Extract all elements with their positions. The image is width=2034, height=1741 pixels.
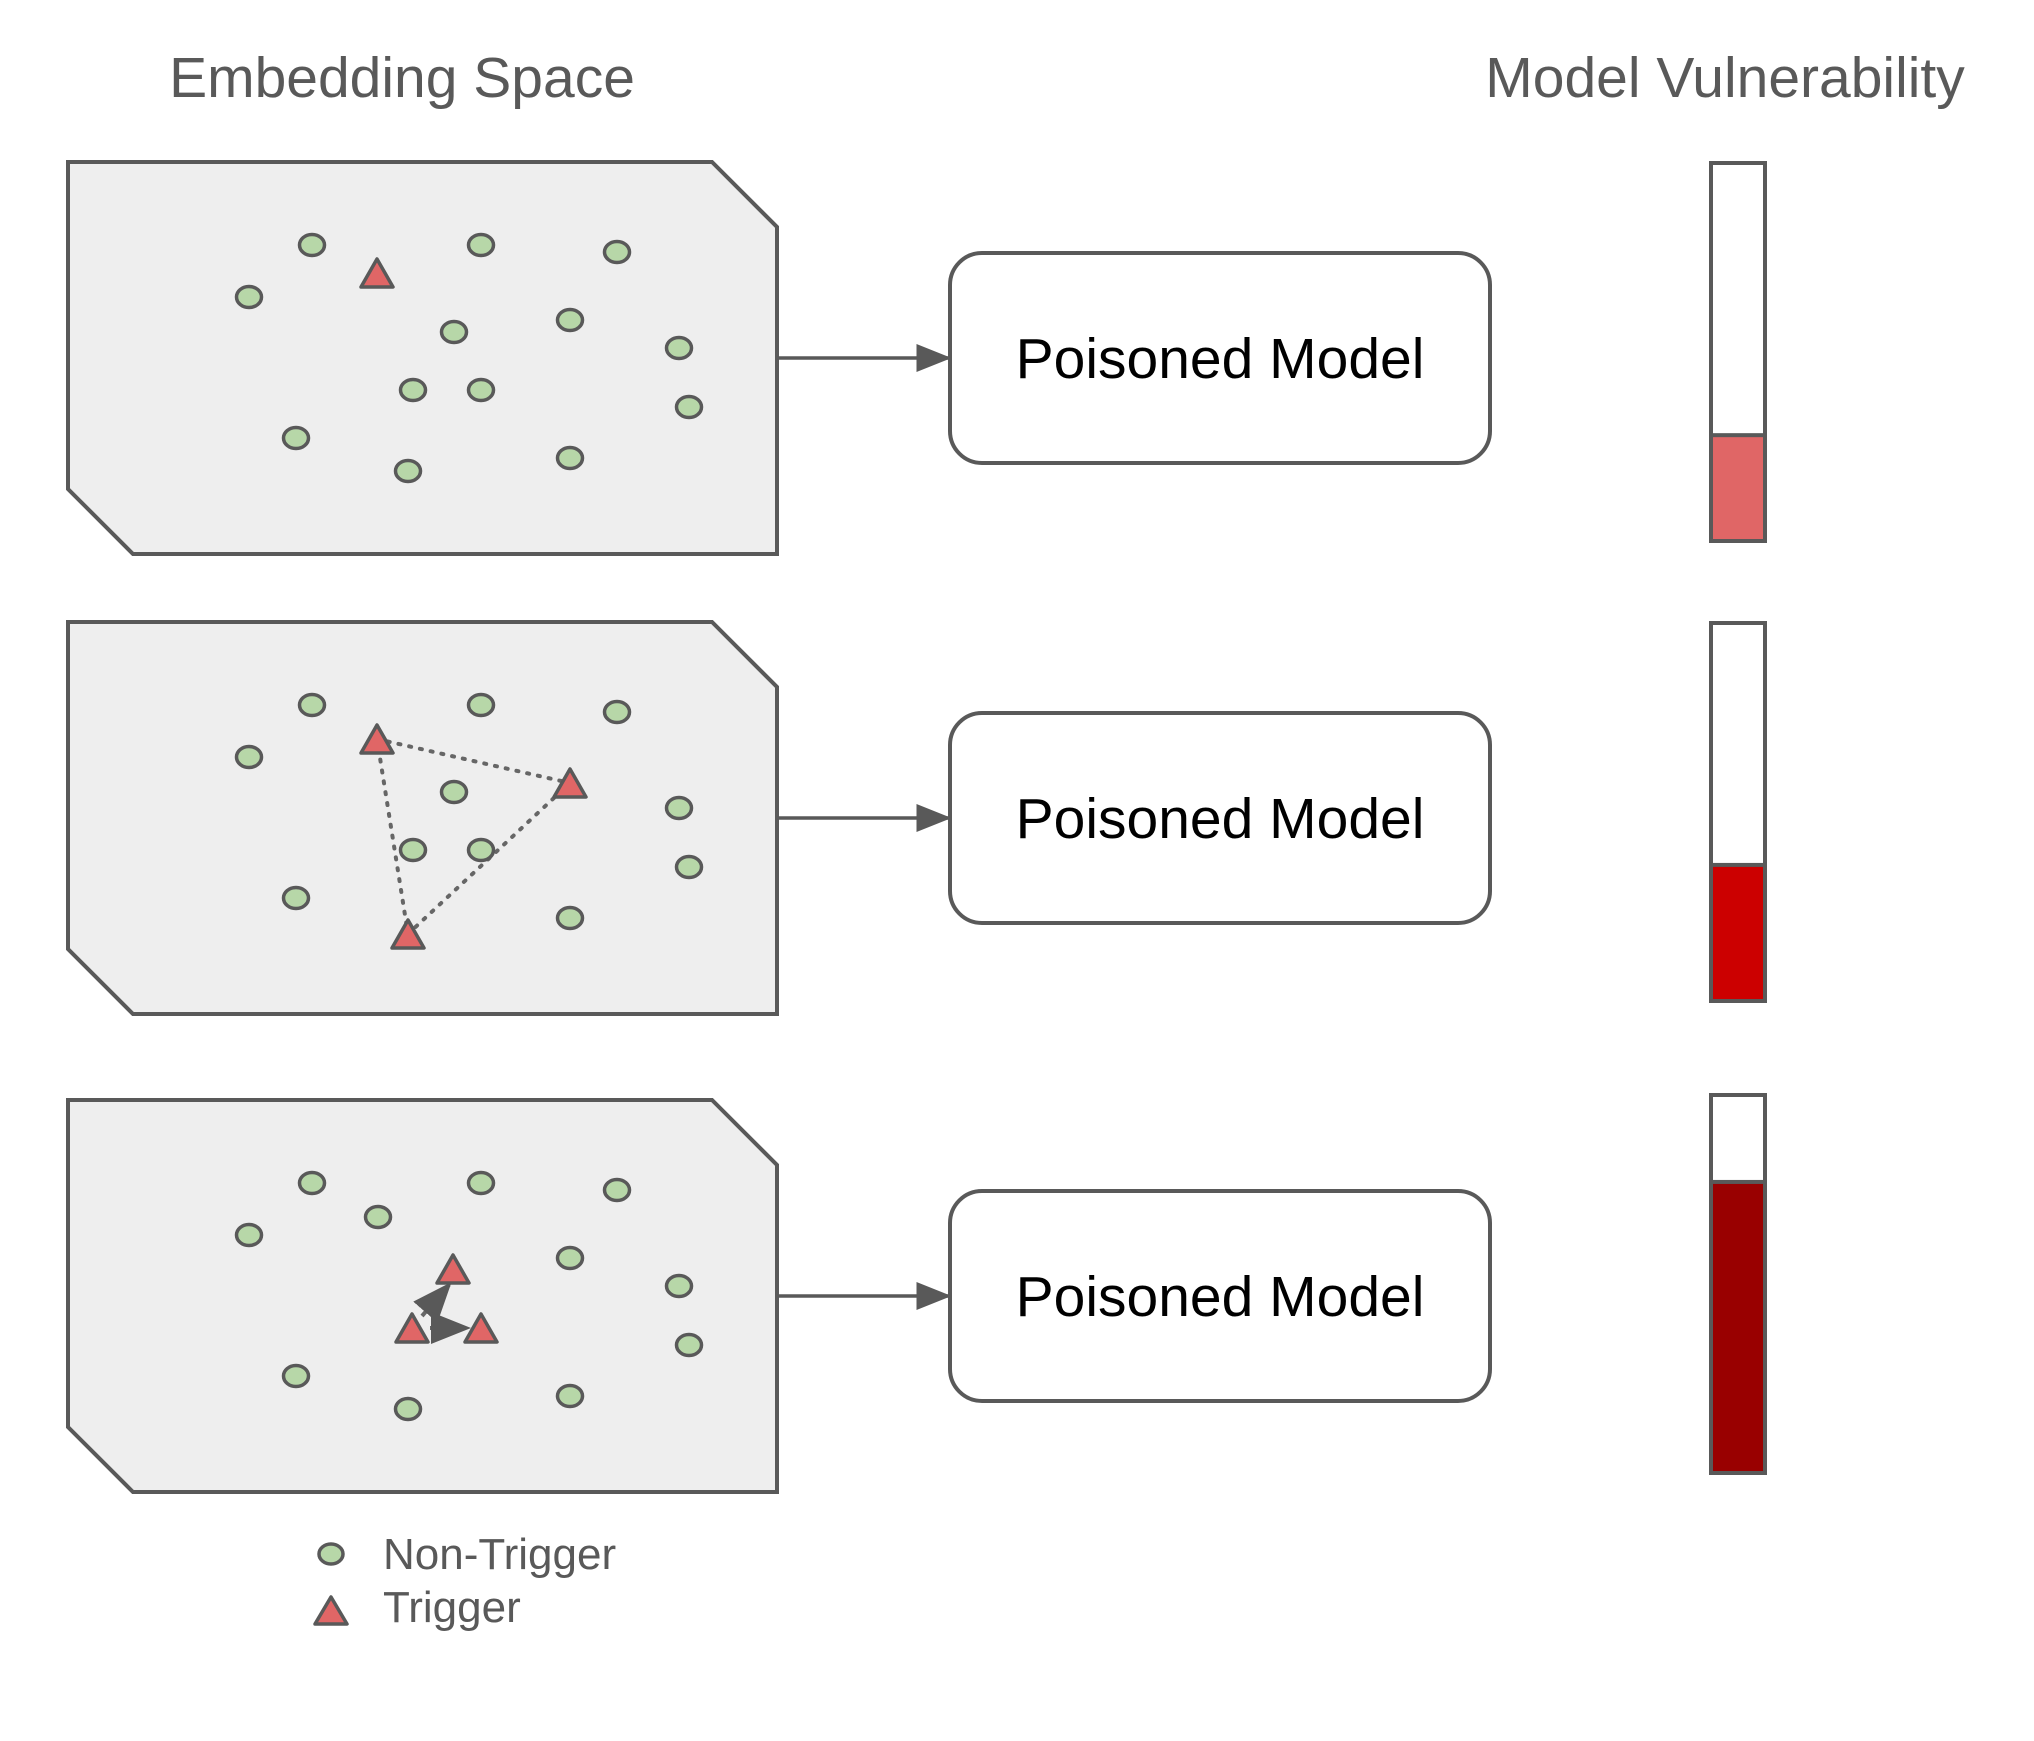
non-trigger-point bbox=[555, 905, 585, 931]
embedding-space-panel bbox=[66, 620, 779, 1016]
trigger-point bbox=[463, 1312, 499, 1344]
non-trigger-point bbox=[393, 1396, 423, 1422]
legend-trigger-marker bbox=[313, 1595, 349, 1626]
poisoned-model-box bbox=[948, 711, 1492, 925]
vulnerability-level-fill bbox=[1709, 862, 1767, 1003]
trigger-point bbox=[394, 1312, 430, 1344]
non-trigger-point bbox=[664, 795, 694, 821]
non-trigger-point bbox=[439, 319, 469, 345]
non-trigger-point bbox=[664, 335, 694, 361]
non-trigger-point bbox=[466, 232, 496, 258]
non-trigger-point bbox=[555, 307, 585, 333]
legend-non-trigger-label: Non-Trigger bbox=[383, 1530, 616, 1579]
non-trigger-point bbox=[466, 837, 496, 863]
non-trigger-point bbox=[297, 232, 327, 258]
non-trigger-point bbox=[398, 377, 428, 403]
non-trigger-point bbox=[466, 692, 496, 718]
row-2: Poisoned Model bbox=[66, 620, 1767, 1016]
embedding-space-panel bbox=[66, 1098, 779, 1494]
trigger-point bbox=[359, 723, 395, 755]
non-trigger-point bbox=[234, 744, 264, 770]
legend-non-trigger-marker bbox=[317, 1542, 345, 1566]
poisoned-model-box bbox=[948, 1189, 1492, 1403]
poisoned-model-box bbox=[948, 251, 1492, 465]
non-trigger-point bbox=[555, 1245, 585, 1271]
legend: Non-Trigger Trigger bbox=[313, 1530, 616, 1632]
non-trigger-point bbox=[602, 1177, 632, 1203]
trigger-point bbox=[435, 1253, 471, 1285]
non-trigger-point bbox=[555, 445, 585, 471]
non-trigger-point bbox=[602, 239, 632, 265]
non-trigger-point bbox=[398, 837, 428, 863]
non-trigger-point bbox=[664, 1273, 694, 1299]
non-trigger-point bbox=[555, 1383, 585, 1409]
non-trigger-point bbox=[674, 394, 704, 420]
model-vulnerability-heading: Model Vulnerability bbox=[1485, 46, 1965, 110]
trigger-convergence-arrow bbox=[413, 1281, 452, 1323]
non-trigger-point bbox=[466, 1170, 496, 1196]
poisoned-model-label: Poisoned Model bbox=[1016, 1265, 1425, 1329]
trigger-point bbox=[552, 767, 588, 799]
poisoned-model-label: Poisoned Model bbox=[1016, 787, 1425, 851]
embedding-space-panel bbox=[66, 160, 779, 556]
non-trigger-point bbox=[602, 699, 632, 725]
non-trigger-point bbox=[674, 1332, 704, 1358]
non-trigger-point bbox=[363, 1204, 393, 1230]
row-3: Poisoned Model bbox=[66, 1093, 1767, 1494]
non-trigger-point bbox=[281, 885, 311, 911]
non-trigger-point bbox=[297, 1170, 327, 1196]
vulnerability-level-fill bbox=[1709, 433, 1767, 543]
poisoned-model-label: Poisoned Model bbox=[1016, 327, 1425, 391]
vulnerability-level-fill bbox=[1709, 1179, 1767, 1475]
non-trigger-point bbox=[281, 1363, 311, 1389]
non-trigger-point bbox=[234, 284, 264, 310]
legend-trigger-label: Trigger bbox=[383, 1583, 521, 1632]
non-trigger-point bbox=[439, 779, 469, 805]
embedding-space-heading: Embedding Space bbox=[169, 46, 635, 110]
trigger-point bbox=[390, 918, 426, 950]
non-trigger-point bbox=[674, 854, 704, 880]
non-trigger-point bbox=[466, 377, 496, 403]
trigger-point bbox=[359, 257, 395, 289]
non-trigger-point bbox=[297, 692, 327, 718]
non-trigger-point bbox=[393, 458, 423, 484]
non-trigger-point bbox=[234, 1222, 264, 1248]
row-1: Poisoned Model bbox=[66, 160, 1767, 556]
non-trigger-point bbox=[281, 425, 311, 451]
